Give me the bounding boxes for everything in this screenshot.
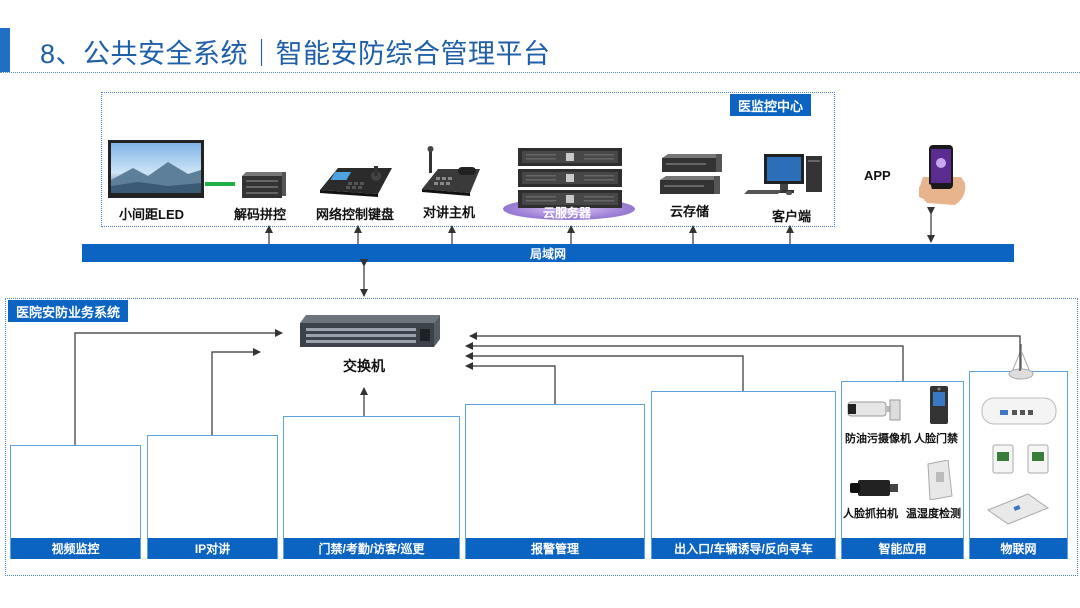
antenna-tower-icon [1006,342,1036,382]
app-label: APP [864,168,891,183]
lan-bar: 局域网 [82,244,1014,262]
alarm-system-label: 报警管理 [466,538,644,559]
temperature-sensor-icon [924,459,954,501]
desktop-computer-icon [742,152,828,200]
server-rack-icon [518,146,622,210]
business-system-tag: 医院安防业务系统 [8,300,129,322]
ip-intercom-system-label: IP对讲 [148,538,277,559]
network-switch-icon [294,313,442,351]
intercom-host-icon [420,145,482,197]
iot-gateway-icon [980,394,1058,428]
bullet-camera-icon [846,396,902,424]
title-accent-bar [0,28,10,72]
control-keyboard-icon [318,160,394,198]
sensor-icon-b [1027,444,1049,474]
led-decoder-link [205,182,235,186]
monitoring-center-tag: 医监控中心 [730,94,812,116]
access-system-label: 门禁/考勤/访客/巡更 [284,538,459,559]
decoder-label: 解码拼控 [234,207,287,222]
keyboard-label: 网络控制键盘 [316,207,395,222]
face-access-terminal-icon [928,386,950,426]
sensor-icon-a [992,444,1014,474]
smart-item-label-face-capture: 人脸抓拍机 [843,508,898,520]
box-camera-icon [848,474,900,500]
led-screen-icon [108,140,204,198]
decoder-icon [238,170,286,200]
smart-item-label-camera: 防油污摄像机 [845,433,911,445]
intercom-label: 对讲主机 [423,205,476,220]
monitoring-center-box [101,92,835,227]
page-title: 8、公共安全系统｜智能安防综合管理平台 [40,39,551,69]
smart-item-label-face-access: 人脸门禁 [914,433,958,445]
parking-system-label: 出入口/车辆诱导/反向寻车 [652,538,835,559]
storage-icon [658,152,724,198]
cloud-storage-label: 云存储 [670,204,710,219]
iot-system-label: 物联网 [970,538,1067,559]
smart-item-label-temp-humidity: 温湿度检测 [906,508,961,520]
cloud-server-label: 云服务器 [543,206,592,220]
switch-label: 交换机 [343,358,385,374]
rfid-tag-icon [986,492,1050,526]
smart-system-label: 智能应用 [842,538,963,559]
smartphone-icon [915,143,971,207]
client-label: 客户端 [772,209,812,224]
led-label: 小间距LED [119,207,185,222]
title-divider [0,72,1080,73]
video-system-label: 视频监控 [11,538,140,559]
business-system-box [5,298,1078,576]
parking-system-box [651,391,836,559]
access-system-box [283,416,460,559]
